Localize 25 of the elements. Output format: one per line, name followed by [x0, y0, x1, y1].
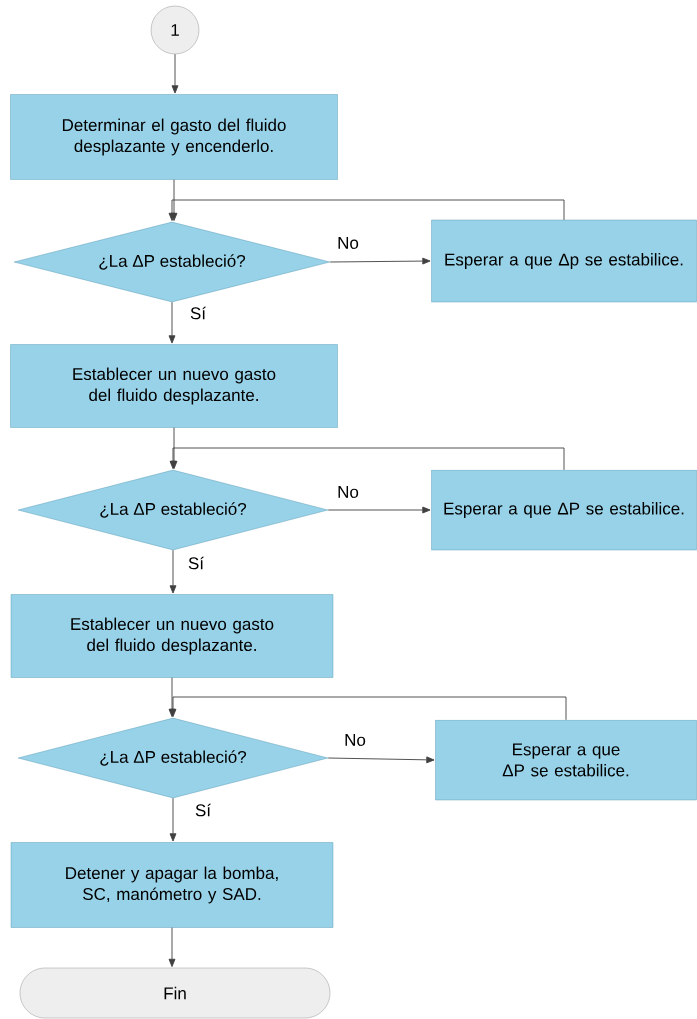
- arrow: [168, 199, 565, 221]
- edge-label: Sí: [186, 555, 206, 571]
- process-box: Esperar a que ΔP se estabilice.: [435, 719, 697, 801]
- process-box: Esperar a que ΔP se estabilice.: [431, 469, 697, 551]
- process-box: Establecer un nuevo gasto del fluido desplazante.: [10, 344, 338, 428]
- process-box: Establecer un nuevo gasto del fluido desplazante.: [10, 594, 334, 678]
- arrow: [169, 447, 565, 471]
- edge-label: No: [336, 236, 360, 250]
- process-box: Esperar a que Δp se estabilice.: [431, 219, 697, 303]
- process-box: Detener y apagar la bomba, SC, manómetro y SAD.: [10, 842, 334, 928]
- arrow: [327, 506, 431, 514]
- edge-label: Sí: [193, 802, 213, 818]
- arrow: [168, 927, 176, 968]
- arrow: [169, 549, 177, 594]
- arrow: [327, 756, 435, 764]
- edge-label: No: [336, 485, 360, 499]
- arrow: [329, 257, 431, 265]
- edge-label: Sí: [188, 305, 208, 321]
- edge-label: No: [343, 733, 367, 747]
- terminal-box: Fin: [19, 967, 331, 1019]
- arrow: [169, 696, 567, 721]
- arrow: [169, 797, 177, 842]
- arrow: [171, 53, 179, 94]
- arrow: [168, 301, 176, 344]
- process-box: Determinar el gasto del fluido desplazante y encenderlo.: [10, 94, 338, 180]
